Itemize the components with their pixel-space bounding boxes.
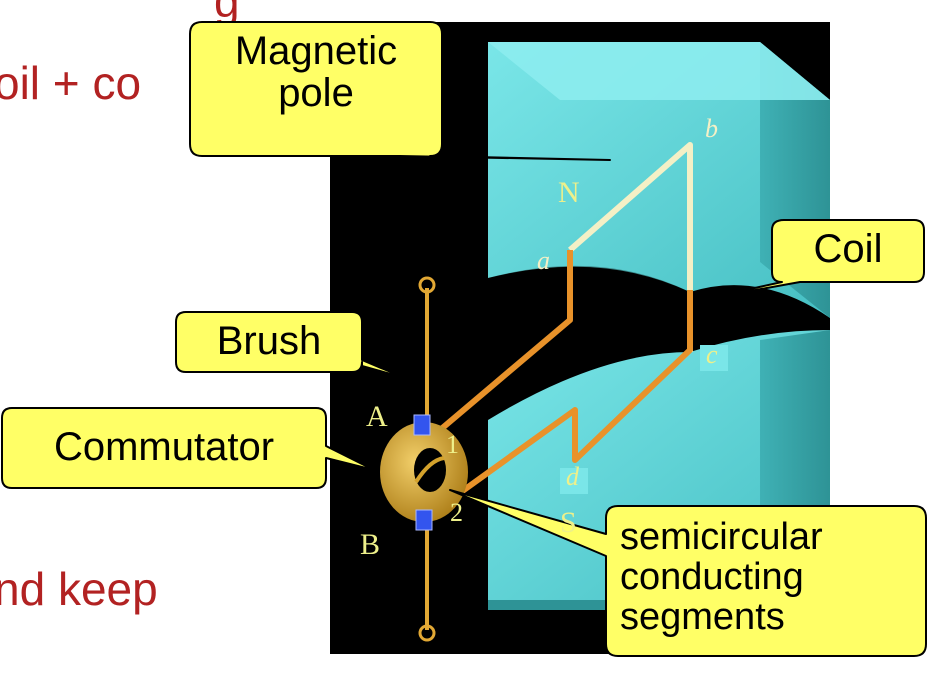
label-brush-b: B — [360, 528, 381, 561]
callout-magnetic-pole: Magnetic pole — [234, 29, 398, 115]
callout-commutator: Commutator — [53, 425, 275, 469]
callout-coil-shape — [699, 219, 925, 301]
brush-bottom — [415, 509, 433, 531]
brush-top — [413, 414, 431, 436]
slide-text-top-partial: g — [214, 0, 240, 27]
coil-wires — [438, 142, 693, 503]
label-brush-a: A — [366, 400, 388, 433]
terminal-bottom — [418, 624, 436, 642]
label-box-c — [700, 345, 728, 371]
slide-text-top: oil + co — [0, 57, 142, 109]
label-c: c — [706, 340, 718, 369]
label-north: N — [558, 176, 580, 209]
callout-brush: Brush — [216, 319, 322, 363]
label-south: S — [560, 506, 577, 539]
label-d: d — [566, 462, 579, 491]
callout-commutator-shape — [1, 407, 375, 489]
callout-brush-shape — [175, 311, 406, 379]
label-segment-1: 1 — [446, 430, 459, 459]
callout-coil: Coil — [813, 227, 883, 271]
slide-text-middle: nd keep — [0, 563, 158, 615]
label-box-d — [560, 468, 588, 494]
label-a: a — [537, 246, 550, 275]
callout-segments: semicircular conducting segments — [620, 516, 823, 638]
callout-bubbles — [1, 21, 927, 657]
callout-segments-shape — [449, 489, 927, 657]
terminal-top — [418, 276, 436, 294]
callout-magnetic-pole-shape — [189, 21, 611, 161]
label-b: b — [705, 114, 718, 143]
commutator-ring — [380, 422, 468, 522]
label-segment-2: 2 — [450, 498, 463, 527]
